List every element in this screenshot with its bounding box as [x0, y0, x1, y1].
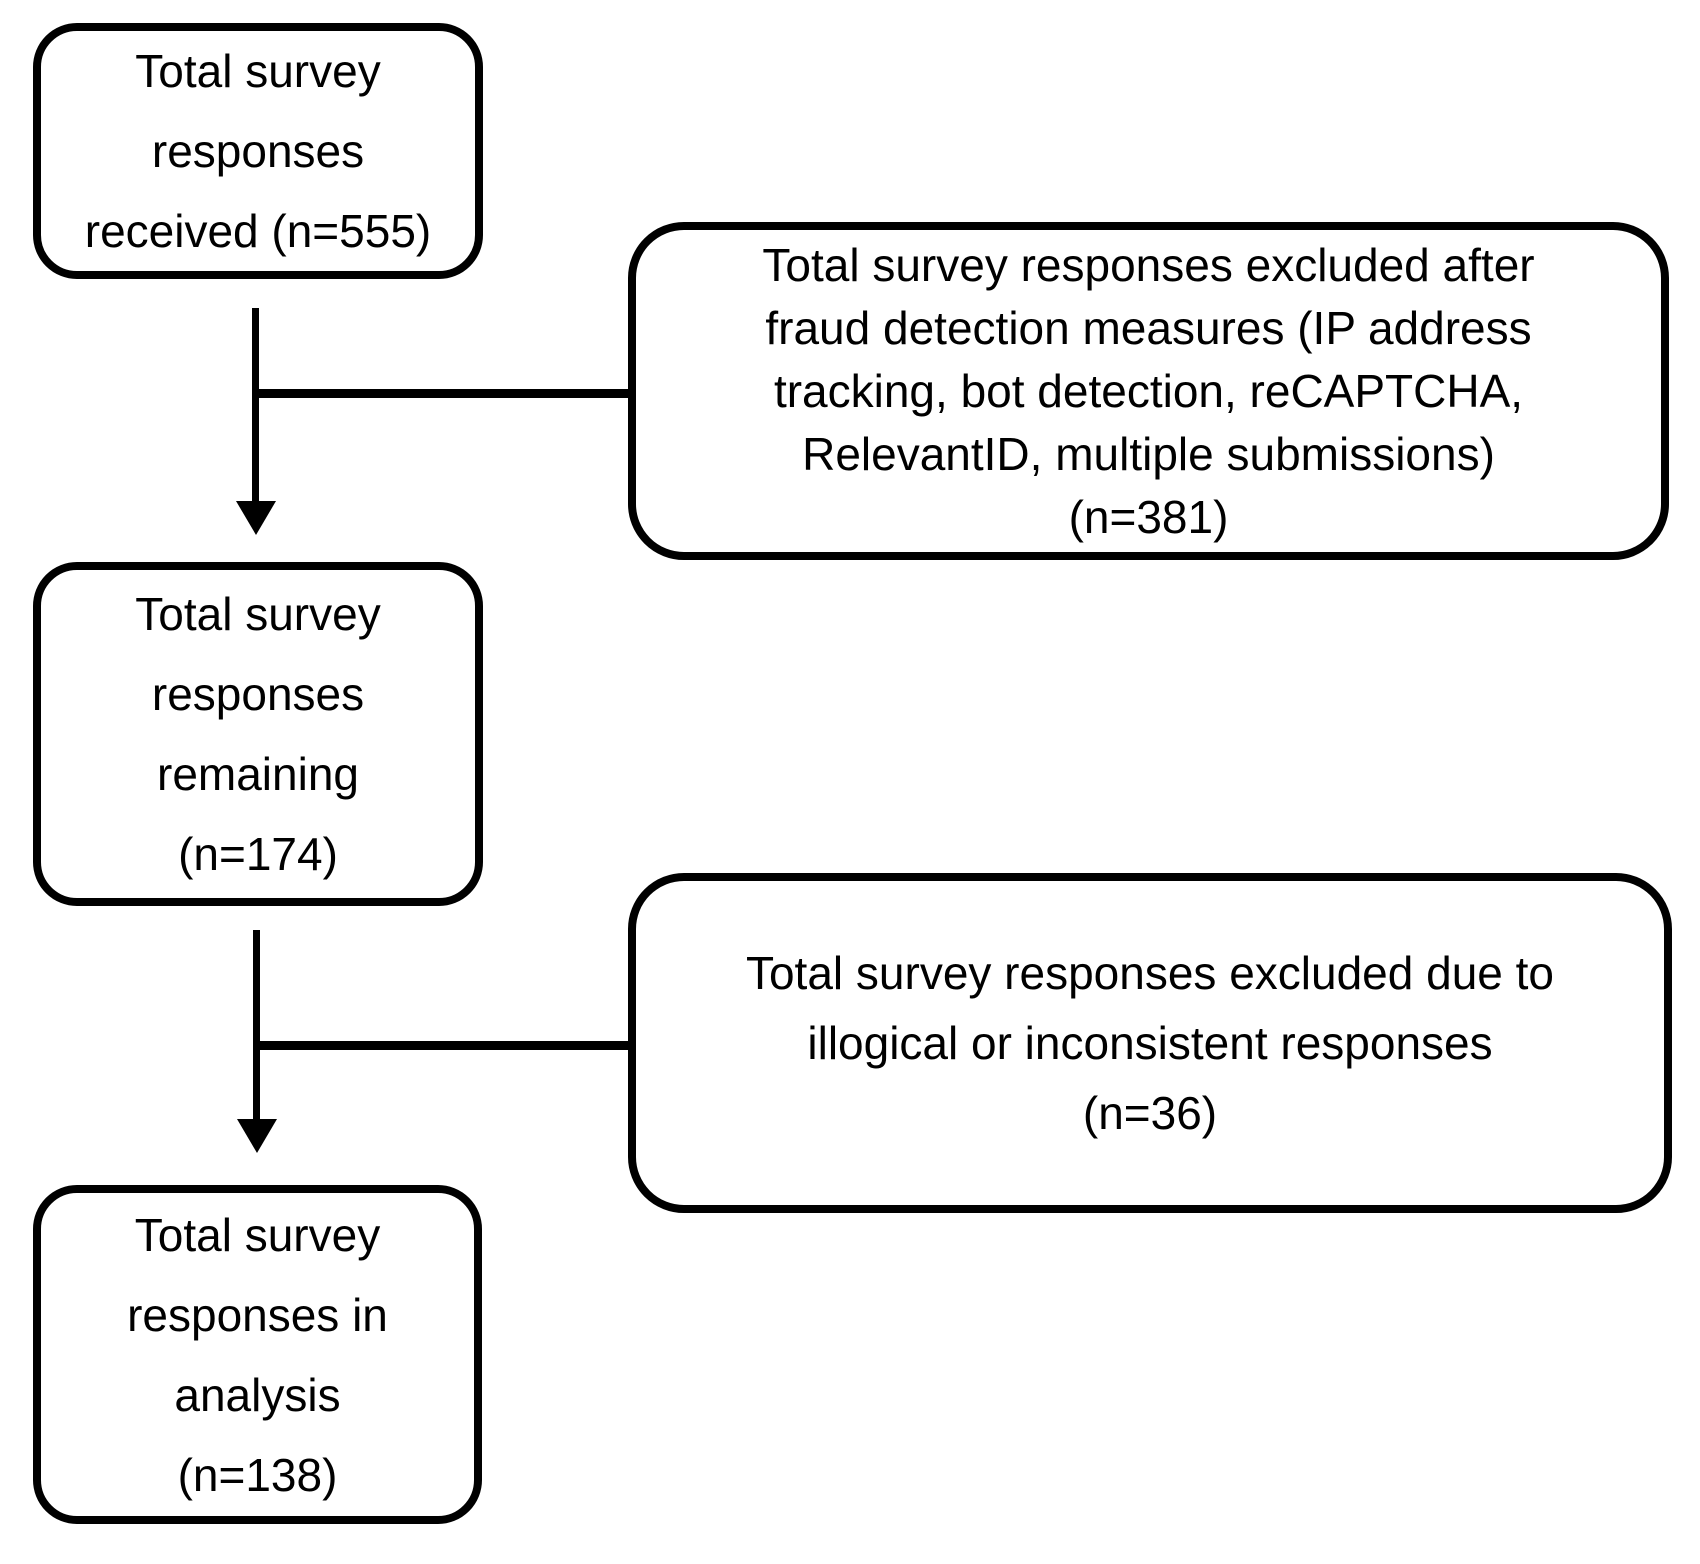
box-total-responses-received: Total survey responses received (n=555) — [33, 23, 483, 279]
box-line: (n=174) — [178, 828, 338, 880]
box-total-responses-remaining: Total survey responses remaining (n=174) — [33, 562, 483, 906]
box-line: fraud detection measures (IP address — [765, 301, 1532, 354]
box-total-responses-in-analysis: Total survey responses in analysis (n=13… — [33, 1185, 482, 1524]
box-excluded-fraud-detection: Total survey responses excluded after fr… — [628, 222, 1669, 560]
box-line: responses in — [127, 1288, 388, 1341]
connector-down-1 — [252, 308, 259, 502]
box-line: Total survey — [135, 588, 381, 640]
box-line: RelevantID, multiple submissions) — [802, 427, 1495, 480]
box-line: Total survey responses excluded after — [762, 238, 1535, 291]
connector-down-2 — [253, 930, 260, 1120]
box-line: remaining — [157, 748, 359, 800]
box-line: (n=36) — [1082, 1087, 1218, 1139]
box-line: responses — [151, 125, 365, 177]
box-line: analysis — [174, 1368, 341, 1421]
arrow-down-icon — [236, 501, 276, 535]
arrow-down-icon — [237, 1119, 277, 1153]
box-line: (n=138) — [177, 1448, 338, 1501]
box-line: received (n=555) — [84, 205, 432, 257]
box-line: illogical or inconsistent responses — [807, 1017, 1493, 1069]
box-line: Total survey — [135, 45, 381, 97]
box-excluded-illogical-responses: Total survey responses excluded due to i… — [628, 873, 1672, 1213]
box-line: Total survey — [134, 1208, 381, 1261]
box-line: tracking, bot detection, reCAPTCHA, — [773, 364, 1524, 417]
box-line: Total survey responses excluded due to — [745, 947, 1555, 999]
box-line: responses — [151, 668, 365, 720]
box-line: (n=381) — [1068, 490, 1229, 543]
connector-branch-1 — [255, 389, 628, 398]
connector-branch-2 — [255, 1041, 628, 1050]
